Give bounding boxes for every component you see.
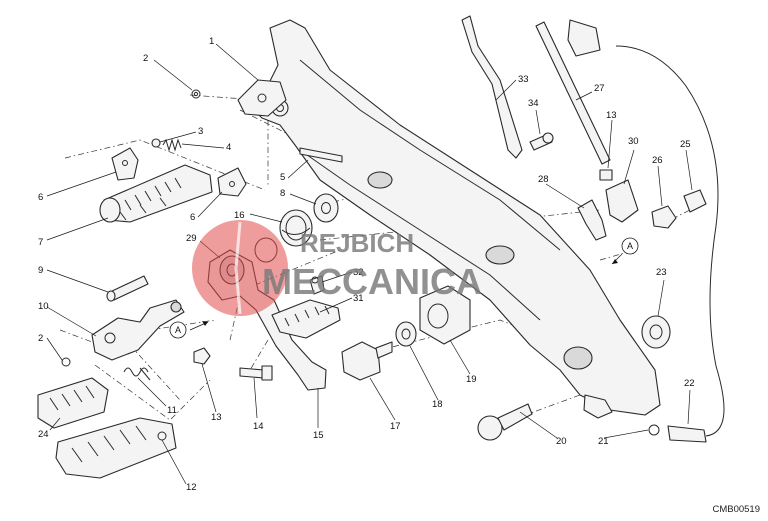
svg-text:A: A (627, 241, 633, 251)
spring-part-16 (279, 209, 313, 247)
frame-subframe (247, 19, 661, 419)
callout-16: 16 (234, 210, 245, 221)
washer-part-18 (395, 321, 417, 347)
washer-part-8 (313, 193, 339, 223)
callout-14: 14 (253, 421, 264, 432)
callout-29: 29 (186, 233, 197, 244)
bracket-part-33 (461, 15, 523, 159)
nut-part-26 (651, 205, 677, 229)
callout-24: 24 (38, 429, 49, 440)
callout-6-right: 6 (190, 212, 195, 223)
callout-21: 21 (598, 436, 609, 447)
callout-numbers: 1 2 3 4 5 6 6 7 8 9 10 2 11 12 13 13 14 … (38, 36, 695, 493)
pin-part-5 (299, 147, 343, 163)
callout-10: 10 (38, 301, 49, 312)
screw-part-32 (309, 275, 325, 295)
callout-31: 31 (353, 293, 364, 304)
washer-part-25 (683, 189, 707, 213)
callout-6-left: 6 (38, 192, 43, 203)
watermark-line-2: MECCANICA (262, 261, 482, 302)
callout-13-left: 13 (211, 412, 222, 423)
callout-2-upper: 2 (143, 53, 148, 64)
svg-text:A: A (175, 325, 181, 335)
callout-26: 26 (652, 155, 663, 166)
plate-part-6-left (111, 147, 139, 181)
bush-part-23 (641, 315, 671, 349)
callout-34: 34 (528, 98, 539, 109)
footpeg-part-24 (37, 377, 109, 429)
nut-part-13-right (599, 169, 613, 181)
watermark-circle (192, 220, 288, 316)
callout-33: 33 (518, 74, 529, 85)
pin-part-9 (106, 275, 149, 302)
switch-part-22 (567, 19, 725, 443)
callout-12: 12 (186, 482, 197, 493)
callout-25: 25 (680, 139, 691, 150)
callout-30: 30 (628, 136, 639, 147)
callout-27: 27 (594, 83, 605, 94)
callout-5: 5 (280, 172, 285, 183)
callout-32: 32 (353, 267, 364, 278)
watermark-line-1: REJBICH (300, 228, 414, 258)
callout-2-lower: 2 (38, 333, 43, 344)
bolt-part-14 (239, 365, 273, 381)
rod-part-27 (535, 21, 611, 165)
callout-15: 15 (313, 430, 324, 441)
callout-7: 7 (38, 237, 43, 248)
clip-part-2-lower (61, 357, 71, 367)
callout-8: 8 (280, 188, 285, 199)
reference-mark-left: A (169, 321, 209, 339)
bracket-part-28 (577, 199, 607, 241)
pin-part-3 (151, 138, 161, 148)
callout-1: 1 (209, 36, 214, 47)
clevis-part-30 (605, 179, 639, 223)
spring-part-4 (162, 138, 182, 152)
footpeg-part-12 (55, 417, 177, 479)
spring-part-11 (123, 367, 151, 381)
clip-part-2-upper (191, 89, 201, 99)
bolt-part-17 (341, 341, 393, 381)
lever-tip-part-31 (271, 299, 341, 339)
watermark-logo: REJBICH MECCANICA (192, 220, 482, 316)
callout-13-right: 13 (606, 110, 617, 121)
washer-part-21 (648, 424, 660, 436)
callout-11: 11 (167, 405, 177, 416)
callout-20: 20 (556, 436, 567, 447)
callout-19: 19 (466, 374, 477, 385)
footpeg-part-7 (99, 164, 213, 223)
callout-23: 23 (656, 267, 667, 278)
callout-4: 4 (226, 142, 231, 153)
nut-part-13-left (193, 347, 211, 365)
callout-28: 28 (538, 174, 549, 185)
bolt-part-20 (477, 403, 533, 441)
callout-18: 18 (432, 399, 443, 410)
peg-bracket-part-10 (91, 299, 185, 361)
reference-mark-right: A (611, 237, 639, 265)
callout-17: 17 (390, 421, 401, 432)
leader-lines (46, 43, 693, 485)
callout-3: 3 (198, 126, 203, 137)
bush-part-19 (419, 285, 471, 345)
callout-9: 9 (38, 265, 43, 276)
diagram-code: CMB00519 (712, 504, 760, 515)
screw-part-34 (529, 132, 554, 151)
plate-part-6-right (217, 167, 247, 197)
callout-22: 22 (684, 378, 695, 389)
